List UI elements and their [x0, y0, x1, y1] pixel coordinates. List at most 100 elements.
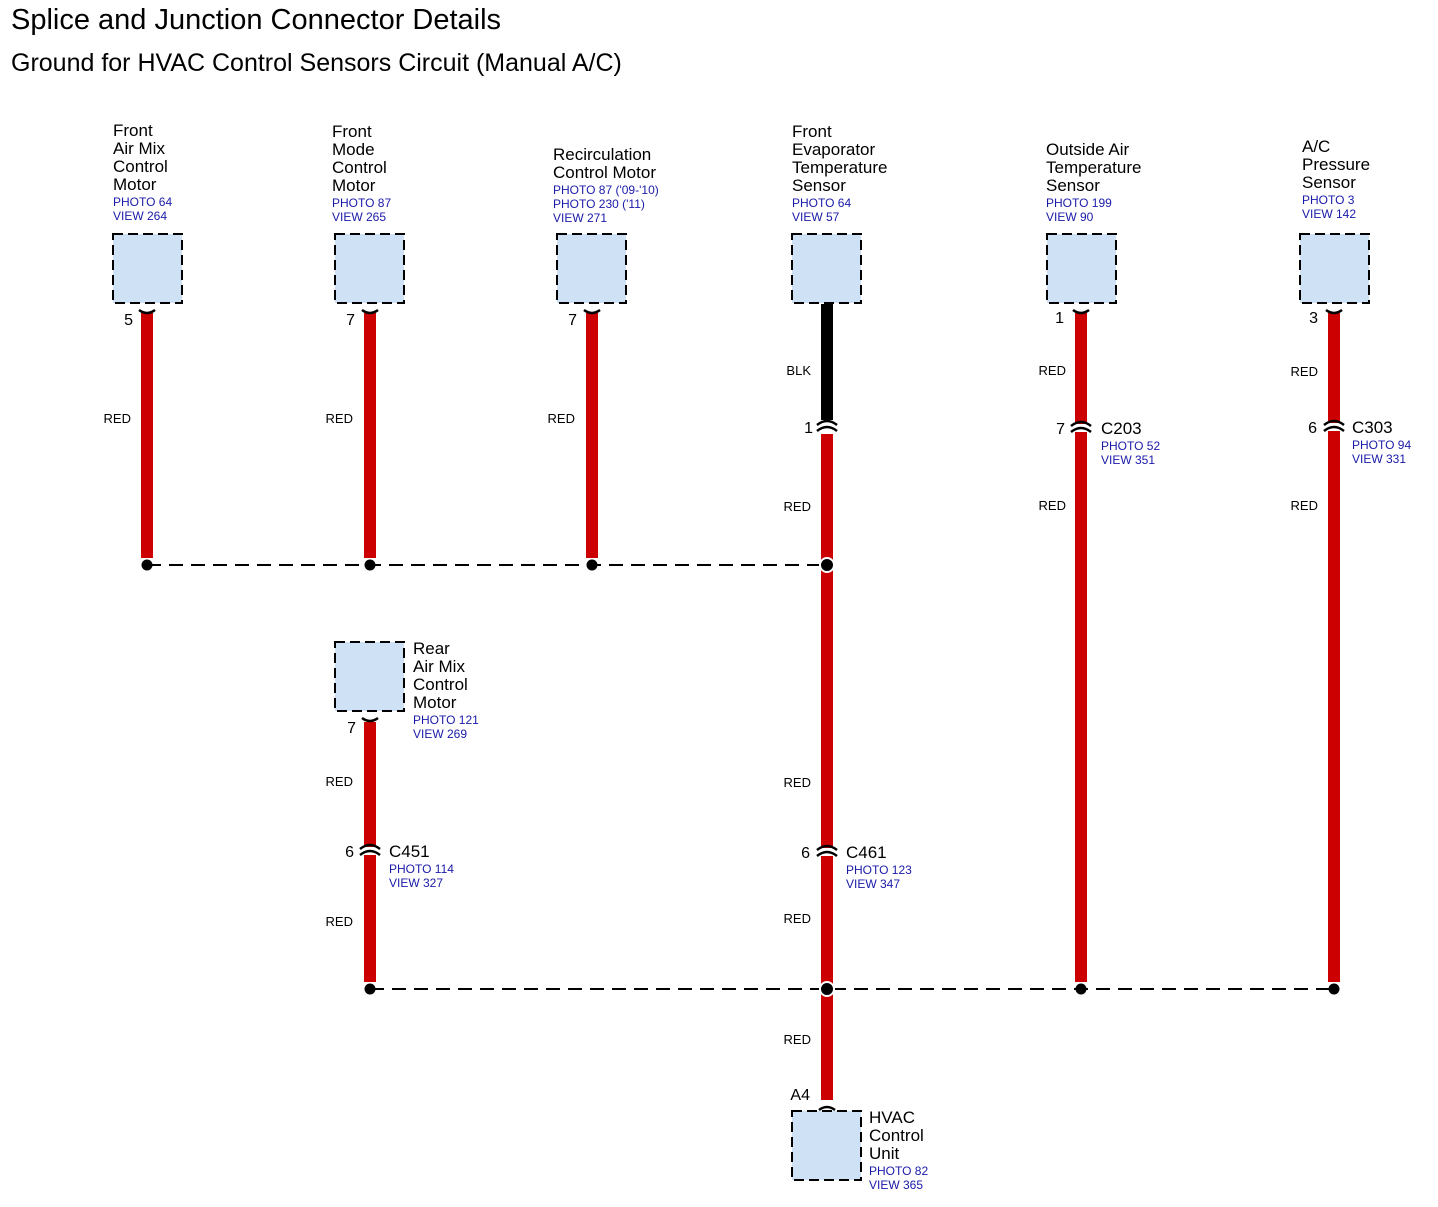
wire-color-label: RED — [1039, 363, 1066, 378]
component-ref: VIEW 269 — [413, 727, 467, 741]
connector-top-mark — [816, 844, 838, 852]
component-name-line: Unit — [869, 1144, 900, 1163]
wire-color-label: RED — [1291, 364, 1318, 379]
splice-point — [141, 559, 153, 571]
connector-top-mark — [816, 419, 838, 427]
terminal-mark — [583, 308, 601, 315]
component-name-line: Front — [792, 122, 832, 141]
component-ref: PHOTO 3 — [1302, 193, 1355, 207]
component-name-line: Control — [332, 158, 387, 177]
splice-point — [1328, 983, 1340, 995]
wire-color-label: RED — [548, 411, 575, 426]
wire-color-label: BLK — [786, 363, 811, 378]
wire-color-label: RED — [326, 411, 353, 426]
pin-number: 1 — [804, 420, 813, 437]
splice-point-core — [822, 984, 832, 994]
component-box — [556, 233, 627, 304]
pin-number: A4 — [790, 1087, 810, 1104]
component-ref: PHOTO 87 ('09-'10) — [553, 183, 659, 197]
component-name-line: Motor — [332, 176, 376, 195]
component-ref: VIEW 271 — [553, 211, 607, 225]
component-name-line: HVAC — [869, 1108, 915, 1127]
component-name-line: Outside Air — [1046, 140, 1129, 159]
component-box — [334, 233, 405, 304]
component-ref: VIEW 57 — [792, 210, 840, 224]
component-name-line: Control Motor — [553, 163, 656, 182]
wire-color-label: RED — [784, 1032, 811, 1047]
connector-ref: PHOTO 123 — [846, 863, 912, 877]
connector-ref: PHOTO 52 — [1101, 439, 1160, 453]
component-name-line: Control — [869, 1126, 924, 1145]
component-box — [334, 641, 405, 712]
component-ref: PHOTO 87 — [332, 196, 391, 210]
component-name-line: Evaporator — [792, 140, 875, 159]
component-ref: VIEW 365 — [869, 1178, 923, 1192]
component-ref: PHOTO 230 ('11) — [553, 197, 645, 211]
wire-color-label: RED — [1039, 498, 1066, 513]
component-box — [112, 233, 183, 304]
connector-ref: VIEW 351 — [1101, 453, 1155, 467]
component-name-line: Front — [332, 122, 372, 141]
component-ref: PHOTO 121 — [413, 713, 479, 727]
wire-color-label: RED — [326, 914, 353, 929]
pin-number: 6 — [801, 845, 810, 862]
pin-number: 3 — [1309, 310, 1318, 327]
component-box — [1299, 233, 1370, 304]
wire-color-label: RED — [784, 911, 811, 926]
component-ref: VIEW 265 — [332, 210, 386, 224]
connector-bottom-mark — [1070, 426, 1092, 434]
connector-name: C461 — [846, 843, 887, 862]
splice-point-core — [822, 560, 832, 570]
connector-ref: VIEW 327 — [389, 876, 443, 890]
wire-color-label: RED — [104, 411, 131, 426]
splice-point — [364, 983, 376, 995]
pin-number: 5 — [124, 312, 133, 329]
component-ref: PHOTO 82 — [869, 1164, 928, 1178]
terminal-mark — [1072, 308, 1090, 315]
component-name-line: Rear — [413, 639, 450, 658]
connector-bottom-mark — [816, 425, 838, 433]
connector-ref: PHOTO 94 — [1352, 438, 1411, 452]
component-box — [1046, 233, 1117, 304]
component-name-line: Motor — [413, 693, 457, 712]
component-ref: VIEW 90 — [1046, 210, 1094, 224]
component-ref: VIEW 264 — [113, 209, 167, 223]
pin-number: 6 — [345, 844, 354, 861]
connector-ref: VIEW 347 — [846, 877, 900, 891]
component-ref: PHOTO 199 — [1046, 196, 1112, 210]
terminal-mark — [818, 1105, 836, 1112]
pin-number: 7 — [347, 720, 356, 737]
pin-number: 6 — [1308, 420, 1317, 437]
splice-point — [364, 559, 376, 571]
connector-bottom-mark — [359, 849, 381, 857]
connector-ref: VIEW 331 — [1352, 452, 1406, 466]
connector-name: C203 — [1101, 419, 1142, 438]
splice-point — [1075, 983, 1087, 995]
connector-evap-inline: 1 — [804, 419, 838, 437]
connector-name: C303 — [1352, 418, 1393, 437]
pin-number: 7 — [568, 312, 577, 329]
component-ref: PHOTO 64 — [113, 195, 172, 209]
pin-number: 7 — [346, 312, 355, 329]
component-name-line: Sensor — [792, 176, 846, 195]
connector-top-mark — [1323, 419, 1345, 427]
connector-name: C451 — [389, 842, 430, 861]
wire-color-label: RED — [326, 774, 353, 789]
connector-top-mark — [1070, 420, 1092, 428]
component-name-line: Temperature — [1046, 158, 1141, 177]
splice-point — [586, 559, 598, 571]
connector-top-mark — [359, 843, 381, 851]
wire-color-label: RED — [784, 499, 811, 514]
component-name-line: Sensor — [1302, 173, 1356, 192]
component-name-line: Sensor — [1046, 176, 1100, 195]
component-ref: VIEW 142 — [1302, 207, 1356, 221]
